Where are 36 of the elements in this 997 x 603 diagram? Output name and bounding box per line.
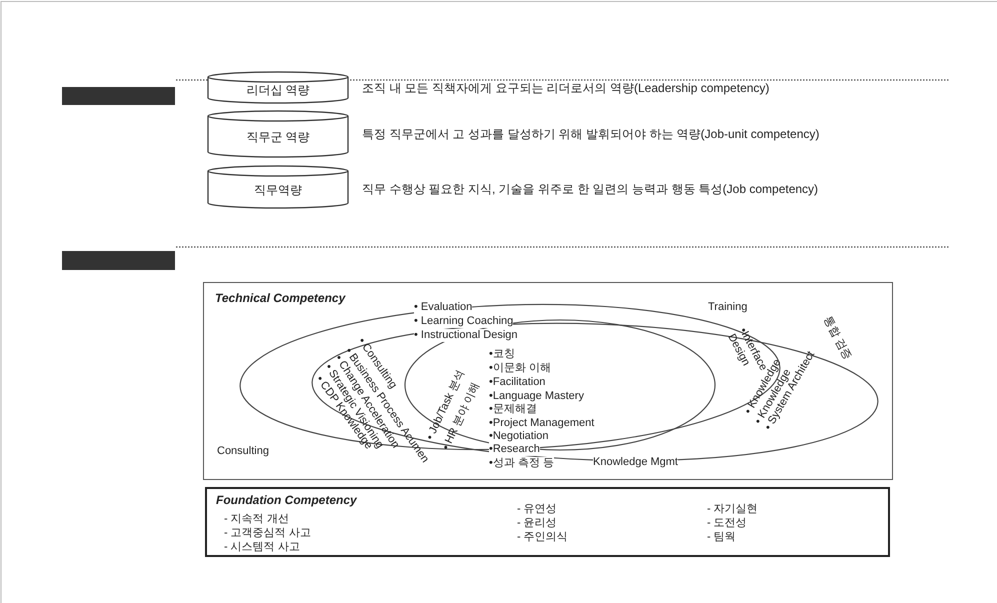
frame-heading: Foundation Competency [216, 493, 357, 507]
description-text: 직무 수행상 필요한 지식, 기술을 위주로 한 일련의 능력과 행동 특성(Job competency) [362, 181, 818, 198]
list-item: - 윤리성 [517, 516, 557, 530]
cylinder: 직무역량 [207, 165, 349, 209]
tab [62, 87, 175, 105]
text-label: •이문화 이해 [489, 362, 551, 375]
list-item: - 시스템적 사고 [224, 540, 300, 554]
list-item: - 팀웍 [707, 530, 736, 544]
text-label: • Learning Coaching [414, 315, 514, 328]
cylinder: 직무군 역량 [207, 110, 349, 158]
text-label: •Negotiation [489, 430, 549, 443]
description-text: 조직 내 모든 직책자에게 요구되는 리더로서의 역량(Leadership competency) [362, 80, 770, 97]
text-label: •Research [489, 443, 540, 456]
cylinder: 리더십 역량 [207, 71, 349, 104]
list-item: - 주인의식 [517, 530, 568, 544]
rotated-label: 통합 검증 [820, 314, 854, 362]
text-label: Knowledge Mgmt [593, 456, 678, 469]
list-item: - 지속적 개선 [224, 512, 289, 526]
text-label: • Evaluation [414, 301, 472, 314]
description-text: 특정 직무군에서 고 성과를 달성하기 위해 발휘되어야 하는 역량(Job-unit competency) [362, 126, 820, 143]
text-label: •문제해결 [489, 403, 537, 416]
text-label: •성과 측정 등 [489, 457, 554, 470]
text-label: • Instructional Design [414, 329, 518, 342]
competency-frame [205, 487, 890, 557]
text-label: •Language Mastery [489, 390, 584, 403]
list-item: - 자기실현 [707, 502, 758, 516]
list-item: - 고객중심적 사고 [224, 526, 311, 540]
text-label: Training [708, 301, 748, 314]
frame-heading: Technical Competency [215, 291, 346, 305]
list-item: - 유연성 [517, 502, 557, 516]
text-label: •Project Management [489, 417, 594, 430]
tab [62, 251, 175, 270]
competency-frame [203, 282, 893, 480]
text-label: Consulting [217, 445, 269, 458]
text-label: •코칭 [489, 348, 515, 361]
list-item: - 도전성 [707, 516, 747, 530]
